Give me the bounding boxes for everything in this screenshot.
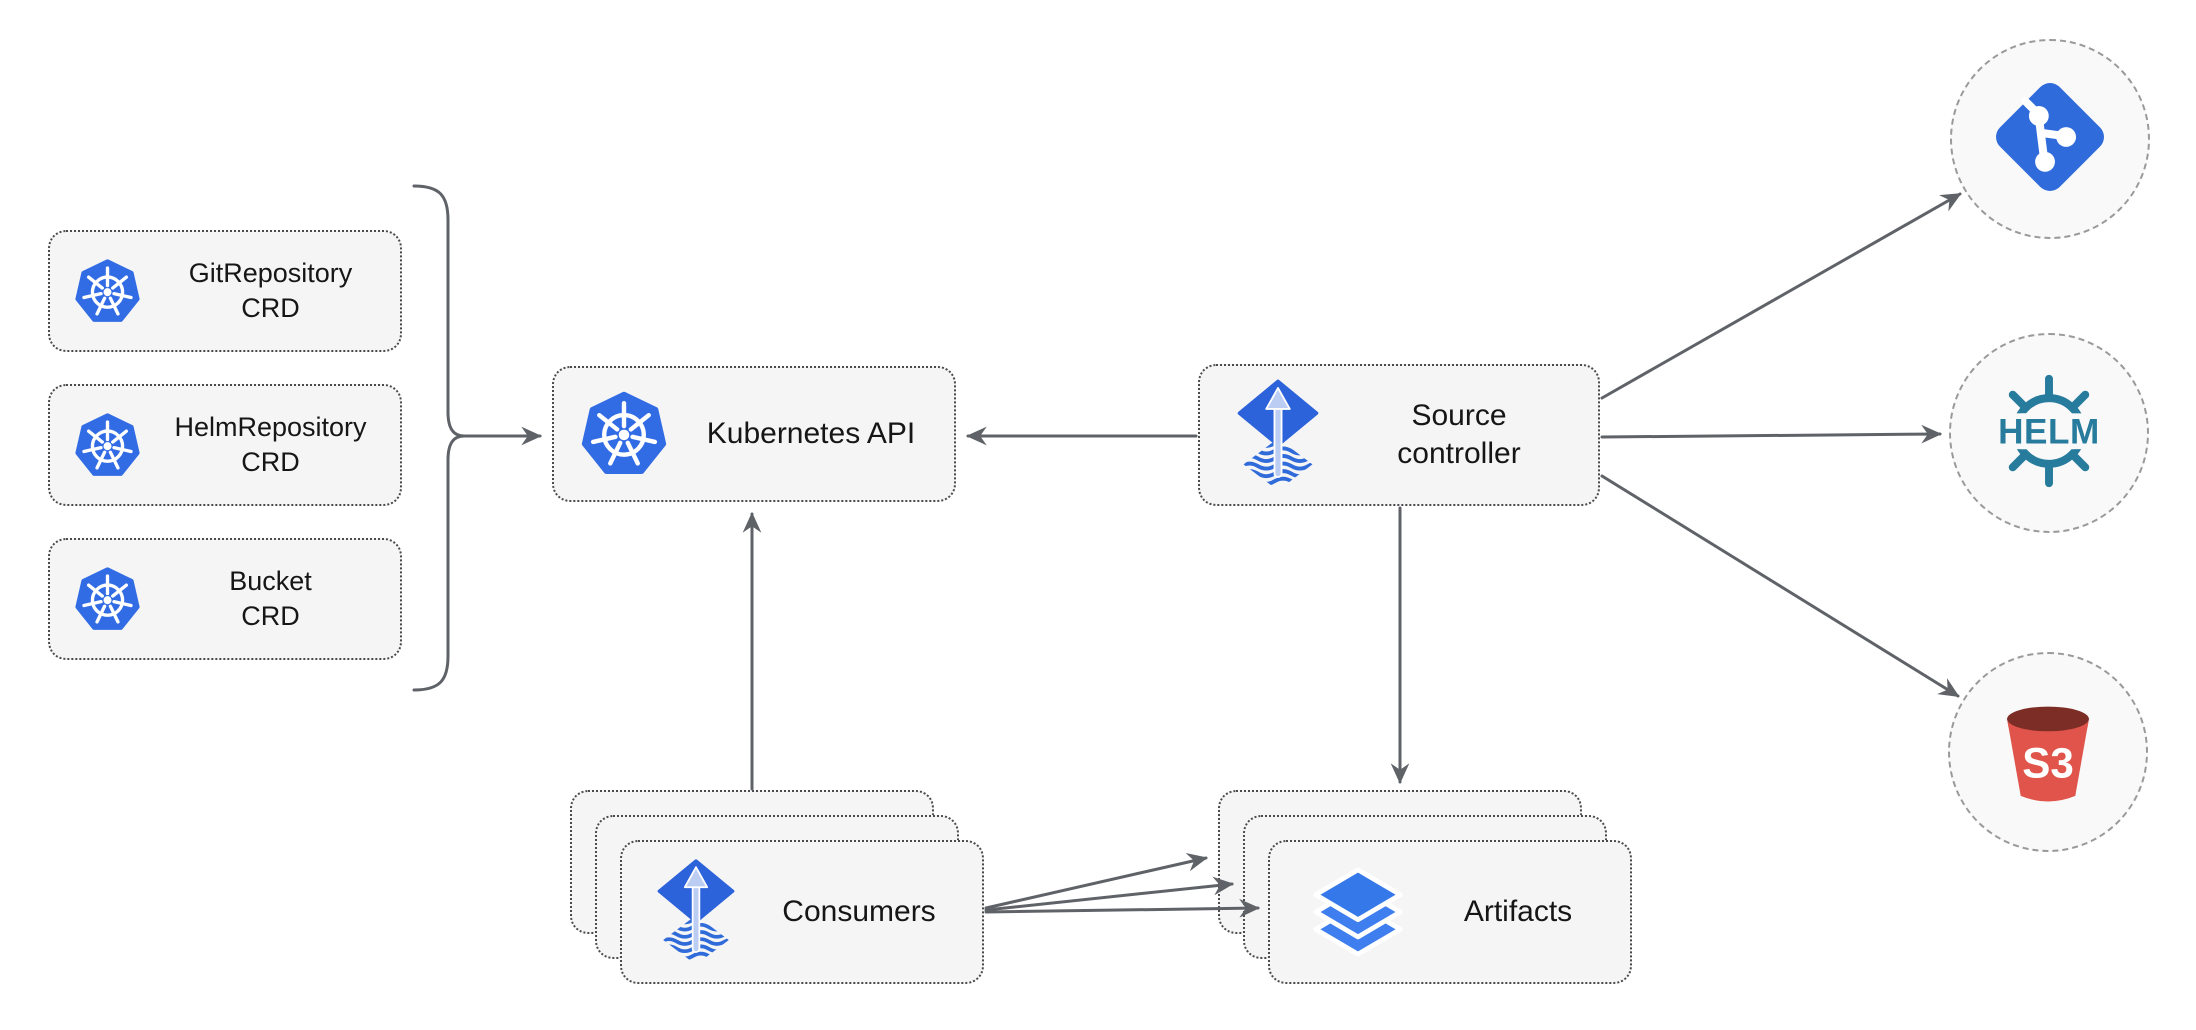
node-label: GitRepository CRD [188, 258, 353, 323]
helm-icon: HELM [1981, 363, 2117, 504]
node-helmrepository-crd: HelmRepository CRD [48, 384, 402, 506]
node-artifacts: Artifacts [1268, 840, 1632, 984]
flux-source-icon [1236, 379, 1320, 491]
git-icon [1988, 75, 2112, 204]
connector-crd-brace [412, 184, 465, 692]
endpoint-git [1950, 39, 2150, 239]
kubernetes-icon [580, 390, 668, 478]
node-kubernetes-api: Kubernetes API [552, 366, 956, 502]
connector-consumers-to-artifacts-3 [984, 898, 1260, 918]
node-label: Kubernetes API [706, 416, 916, 450]
connector-consumers-to-artifacts-1 [984, 853, 1208, 910]
s3-bucket-icon: S3 [1986, 688, 2110, 817]
node-label: Artifacts [1463, 894, 1573, 928]
flux-source-icon [656, 859, 736, 965]
node-bucket-crd: Bucket CRD [48, 538, 402, 660]
node-consumers: Consumers [620, 840, 984, 984]
node-source-controller: Source controller [1198, 364, 1600, 506]
kubernetes-icon [74, 412, 141, 479]
connector-source-to-s3 [1600, 474, 1960, 698]
kubernetes-icon [74, 566, 141, 633]
node-label: Bucket CRD [229, 566, 312, 631]
layers-icon [1310, 864, 1406, 960]
connector-consumers-to-artifacts-2 [984, 876, 1234, 912]
node-gitrepository-crd: GitRepository CRD [48, 230, 402, 352]
connector-source-to-git [1600, 192, 1962, 400]
kubernetes-icon [74, 258, 141, 325]
helm-logo-text: HELM [1998, 412, 2100, 451]
node-label: Source controller [1397, 398, 1521, 470]
s3-logo-text: S3 [2022, 739, 2074, 786]
connector-source-to-helm [1600, 424, 1942, 444]
endpoint-s3: S3 [1948, 652, 2148, 852]
node-label: HelmRepository CRD [174, 412, 367, 477]
node-label: Consumers [782, 894, 936, 928]
endpoint-helm: HELM [1949, 333, 2149, 533]
